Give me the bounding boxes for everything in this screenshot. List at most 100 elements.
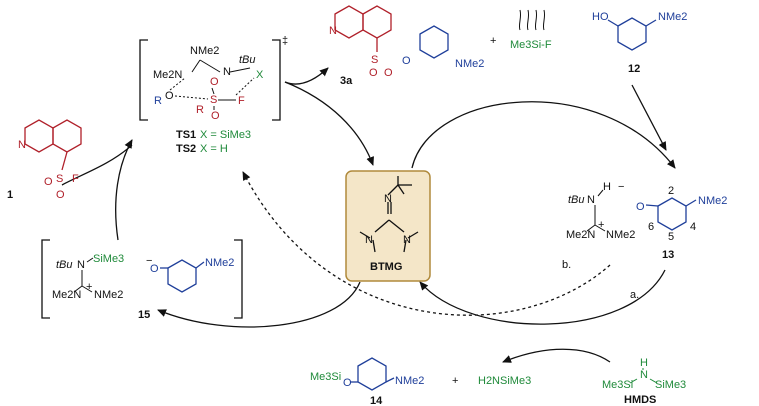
ts-nme2: NMe2 (190, 45, 219, 57)
btmg-label: BTMG (370, 261, 402, 273)
ts2-x: X = H (200, 143, 228, 155)
product-3a-n: N (329, 25, 337, 37)
compound-15-number: 15 (138, 309, 150, 321)
btmg-structure (359, 176, 419, 253)
arrow-label-b: b. (562, 259, 571, 271)
compound-15-brackets (41, 239, 243, 319)
arrow-btmg-to-15 (157, 281, 361, 328)
product-3a-o-bottom: O (369, 67, 378, 79)
btmg-n-imine: N (384, 193, 392, 205)
compound-12-nme2: NMe2 (658, 11, 687, 23)
hmds-label: HMDS (624, 394, 656, 406)
compound-13-aryl-nme2: NMe2 (698, 195, 727, 207)
compound-14-number: 14 (370, 395, 383, 406)
compound-13-tbu: tBu (568, 194, 585, 206)
product-3a-structure (334, 5, 449, 59)
compound-12-ho: HO (592, 11, 609, 23)
ts-bonds (191, 59, 251, 110)
ts-brackets (139, 39, 281, 121)
plus-sign-2: + (452, 375, 458, 387)
ts-dagger: ‡ (282, 35, 288, 47)
btmg-box (345, 170, 431, 282)
ts-o-aryl: O (165, 90, 174, 102)
compound-15-sime3: SiMe3 (93, 253, 124, 265)
ts-x: X (256, 69, 264, 81)
ts1-label: TS1 (176, 129, 196, 141)
ts-r: R (196, 104, 204, 116)
arrow-13-to-ts-b (242, 171, 611, 316)
compound-15-aryl-ring (160, 259, 205, 293)
plus-sign-1: + (490, 35, 496, 47)
compound-1-f: F (72, 173, 79, 185)
compound-13-pos-4: 4 (690, 221, 696, 233)
compound-14-nme2: NMe2 (395, 375, 424, 387)
compound-1-n: N (18, 139, 26, 151)
ts-me2n: Me2N (153, 69, 182, 81)
compound-13-plus: + (598, 219, 604, 231)
arrow-1-to-ts (61, 144, 133, 186)
product-3a-o-ether: O (402, 55, 411, 67)
hmds-sime3: SiMe3 (655, 379, 686, 391)
compound-13-nme2: NMe2 (606, 229, 635, 241)
ts-n: N (223, 66, 231, 78)
cycle-arrows (61, 67, 676, 363)
compound-15-bonds (73, 257, 94, 293)
arrow-12-to-13 (631, 84, 667, 151)
btmg-n-right: N (403, 234, 411, 246)
ts-r-aryl: R (154, 95, 162, 107)
product-3a-o-right: O (384, 67, 393, 79)
compound-13-aryl-ring (645, 197, 697, 231)
arrow-btmg-to-13 (411, 101, 676, 169)
product-3a-number: 3a (340, 75, 353, 87)
compound-15-plus: + (86, 281, 92, 293)
ts-f: F (238, 95, 245, 107)
arrow-13-to-btmg-a (419, 269, 666, 325)
btmg-n-left: N (365, 234, 373, 246)
ts-o-bottom: O (211, 110, 220, 122)
compound-15-charge: − (146, 255, 152, 267)
product-3a-s: S (371, 54, 378, 66)
compound-1-s: S (56, 173, 63, 185)
compound-13-pos-5: 5 (668, 231, 674, 243)
h2nsime3: H2NSiMe3 (478, 375, 531, 387)
compound-13-n: N (587, 194, 595, 206)
hmds-me3si: Me3Si (602, 379, 633, 391)
compound-13-o: O (636, 201, 645, 213)
compound-15-n: N (77, 259, 85, 271)
compound-15-aryl-nme2: NMe2 (205, 257, 234, 269)
compound-13-pos-2: 2 (668, 185, 674, 197)
compound-13-charge: − (618, 181, 624, 193)
compound-13-h: H (603, 181, 611, 193)
compound-12-number: 12 (628, 63, 640, 75)
product-3a-nme2: NMe2 (455, 58, 484, 70)
arrow-ts-to-btmg (284, 81, 374, 166)
arrow-label-a: a. (630, 289, 639, 301)
arrow-ts-to-3a (284, 67, 329, 85)
ts-s: S (210, 94, 217, 106)
me3sif: Me3Si-F (510, 39, 552, 51)
ts1-x: X = SiMe3 (200, 129, 251, 141)
compound-12-structure (607, 17, 657, 51)
hmds-n: N (640, 369, 648, 381)
compound-13-number: 13 (662, 249, 674, 261)
hmds-h: H (640, 357, 648, 369)
compound-15-me2n: Me2N (52, 289, 81, 301)
compound-1-o2: O (56, 189, 65, 201)
ts-o-top: O (210, 76, 219, 88)
ts-tbu: tBu (239, 54, 256, 66)
ts2-label: TS2 (176, 143, 196, 155)
compound-1-structure (24, 119, 82, 171)
compound-1-o1: O (44, 176, 53, 188)
compound-13-bonds (586, 189, 606, 232)
compound-13-me2n: Me2N (566, 229, 595, 241)
gas-evolution-icon (518, 9, 546, 31)
compound-14-o: O (343, 377, 352, 389)
compound-13-pos-6: 6 (648, 221, 654, 233)
compound-14-aryl-ring (350, 357, 395, 391)
compound-15-tbu: tBu (56, 259, 73, 271)
compound-15-o: O (150, 263, 159, 275)
arrow-hmds-to-14 (502, 348, 611, 363)
compound-14-me3si: Me3Si (310, 371, 341, 383)
compound-1-number: 1 (7, 189, 13, 201)
